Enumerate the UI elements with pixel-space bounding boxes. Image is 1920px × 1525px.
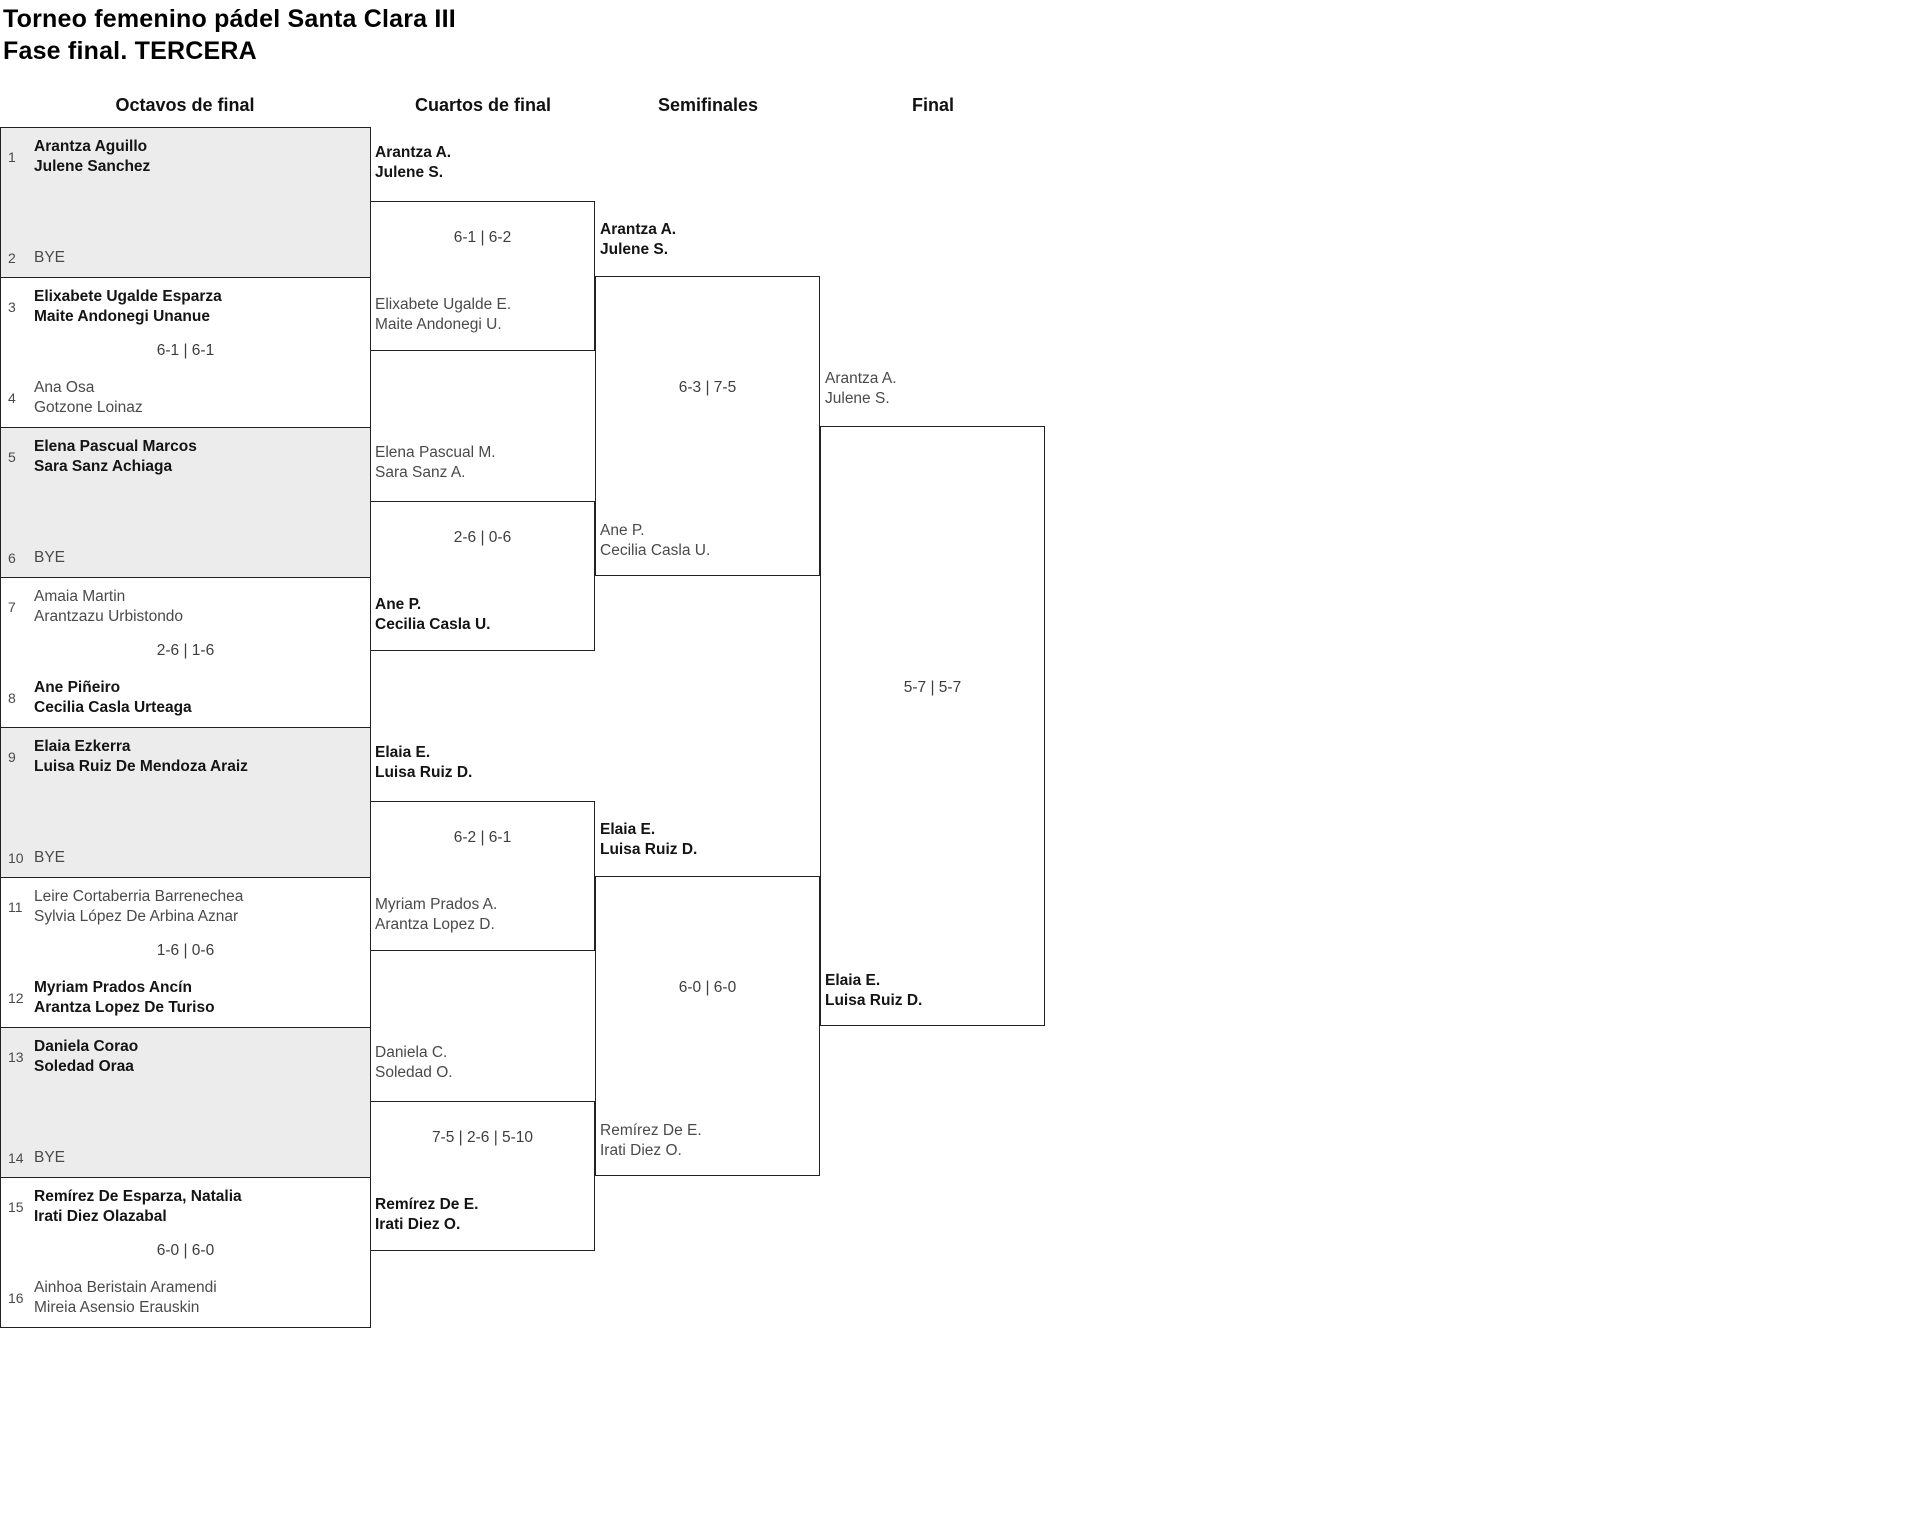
- match-score: 2-6 | 0-6: [453, 529, 512, 546]
- team-names: Daniela C. Soledad O.: [375, 1044, 453, 1081]
- final-match-box: [820, 426, 1045, 1026]
- round-header-semifinales: Semifinales: [657, 95, 759, 115]
- seed-number: 7: [8, 599, 16, 615]
- team-names: BYE: [34, 549, 66, 566]
- sf-match-box-1: [595, 276, 820, 576]
- team-names: Elaia E. Luisa Ruiz D.: [600, 821, 698, 858]
- team-names: Leire Cortaberria Barrenechea Sylvia Lóp…: [34, 888, 244, 925]
- seed-number: 4: [8, 390, 16, 406]
- team-names: Arantza Aguillo Julene Sanchez: [34, 138, 151, 175]
- match-score: 5-7 | 5-7: [903, 679, 962, 696]
- r16-match-8: 15 Remírez De Esparza, Natalia Irati Diez…: [0, 1177, 371, 1328]
- team-names: Ane P. Cecilia Casla U.: [375, 596, 491, 633]
- r16-match-2: 3 Elixabete Ugalde Esparza Maite Andonegi…: [0, 277, 371, 428]
- team-names: BYE: [34, 849, 66, 866]
- match-score: 6-3 | 7-5: [678, 379, 737, 396]
- round-header-octavos: Octavos de final: [115, 95, 255, 115]
- match-score: 6-1 | 6-2: [453, 229, 512, 246]
- seed-number: 1: [8, 149, 16, 165]
- match-score: 6-2 | 6-1: [453, 829, 512, 846]
- match-score: 6-0 | 6-0: [156, 1242, 215, 1259]
- qf-match-box-3: [370, 801, 595, 951]
- team-names: Elaia E. Luisa Ruiz D.: [825, 972, 923, 1009]
- team-names: Elena Pascual M. Sara Sanz A.: [375, 444, 496, 481]
- r16-match-5: 9 Elaia Ezkerra Luisa Ruiz De Mendoza Ara…: [0, 727, 371, 878]
- seed-number: 5: [8, 449, 16, 465]
- team-names: Arantza A. Julene S.: [600, 221, 677, 258]
- team-names: Myriam Prados A. Arantza Lopez D.: [375, 896, 498, 933]
- tournament-title: Torneo femenino pádel Santa Clara III: [3, 5, 456, 33]
- seed-number: 16: [8, 1290, 24, 1306]
- match-score: 1-6 | 0-6: [156, 942, 215, 959]
- team-names: BYE: [34, 1149, 66, 1166]
- match-score: 7-5 | 2-6 | 5-10: [431, 1129, 534, 1146]
- team-names: Remírez De E. Irati Diez O.: [600, 1122, 702, 1159]
- team-names: Arantza A. Julene S.: [825, 370, 897, 407]
- round-header-final: Final: [911, 95, 955, 115]
- team-names: Amaia Martin Arantzazu Urbistondo: [34, 588, 184, 625]
- team-names: Elaia E. Luisa Ruiz D.: [375, 744, 473, 781]
- seed-number: 10: [8, 850, 24, 866]
- seed-number: 14: [8, 1150, 24, 1166]
- match-score: 2-6 | 1-6: [156, 642, 215, 659]
- r16-match-1: 1 Arantza Aguillo Julene Sanchez 2 BYE: [0, 127, 371, 278]
- seed-number: 9: [8, 749, 16, 765]
- round-header-cuartos: Cuartos de final: [414, 95, 552, 115]
- qf-match-box-1: [370, 201, 595, 351]
- team-names: Arantza A. Julene S.: [375, 144, 452, 181]
- seed-number: 13: [8, 1049, 24, 1065]
- r16-match-4: 7 Amaia Martin Arantzazu Urbistondo 2-6 |…: [0, 577, 371, 728]
- team-names: Ainhoa Beristain Aramendi Mireia Asensio…: [34, 1279, 217, 1316]
- seed-number: 2: [8, 250, 16, 266]
- team-names: Daniela Corao Soledad Oraa: [34, 1038, 139, 1075]
- seed-number: 11: [8, 899, 23, 915]
- seed-number: 6: [8, 550, 16, 566]
- seed-number: 12: [8, 990, 24, 1006]
- seed-number: 3: [8, 299, 16, 315]
- team-names: Elixabete Ugalde E. Maite Andonegi U.: [375, 296, 512, 333]
- sf-match-box-2: [595, 876, 820, 1176]
- team-names: Ana Osa Gotzone Loinaz: [34, 379, 143, 416]
- team-names: Ane P. Cecilia Casla U.: [600, 522, 711, 559]
- team-names: Elaia Ezkerra Luisa Ruiz De Mendoza Arai…: [34, 738, 248, 775]
- team-names: Myriam Prados Ancín Arantza Lopez De Tur…: [34, 979, 215, 1016]
- seed-number: 15: [8, 1199, 24, 1215]
- qf-match-box-4: [370, 1101, 595, 1251]
- team-names: Ane Piñeiro Cecilia Casla Urteaga: [34, 679, 192, 716]
- seed-number: 8: [8, 690, 16, 706]
- team-names: Remírez De E. Irati Diez O.: [375, 1196, 479, 1233]
- team-names: Elixabete Ugalde Esparza Maite Andonegi …: [34, 288, 222, 325]
- team-names: Remírez De Esparza, Natalia Irati Diez O…: [34, 1188, 242, 1225]
- match-score: 6-0 | 6-0: [678, 979, 737, 996]
- r16-match-7: 13 Daniela Corao Soledad Oraa 14 BYE: [0, 1027, 371, 1178]
- r16-match-6: 11 Leire Cortaberria Barrenechea Sylvia L…: [0, 877, 371, 1028]
- match-score: 6-1 | 6-1: [156, 342, 215, 359]
- team-names: Elena Pascual Marcos Sara Sanz Achiaga: [34, 438, 197, 475]
- qf-match-box-2: [370, 501, 595, 651]
- phase-subtitle: Fase final. TERCERA: [3, 37, 257, 65]
- team-names: BYE: [34, 249, 66, 266]
